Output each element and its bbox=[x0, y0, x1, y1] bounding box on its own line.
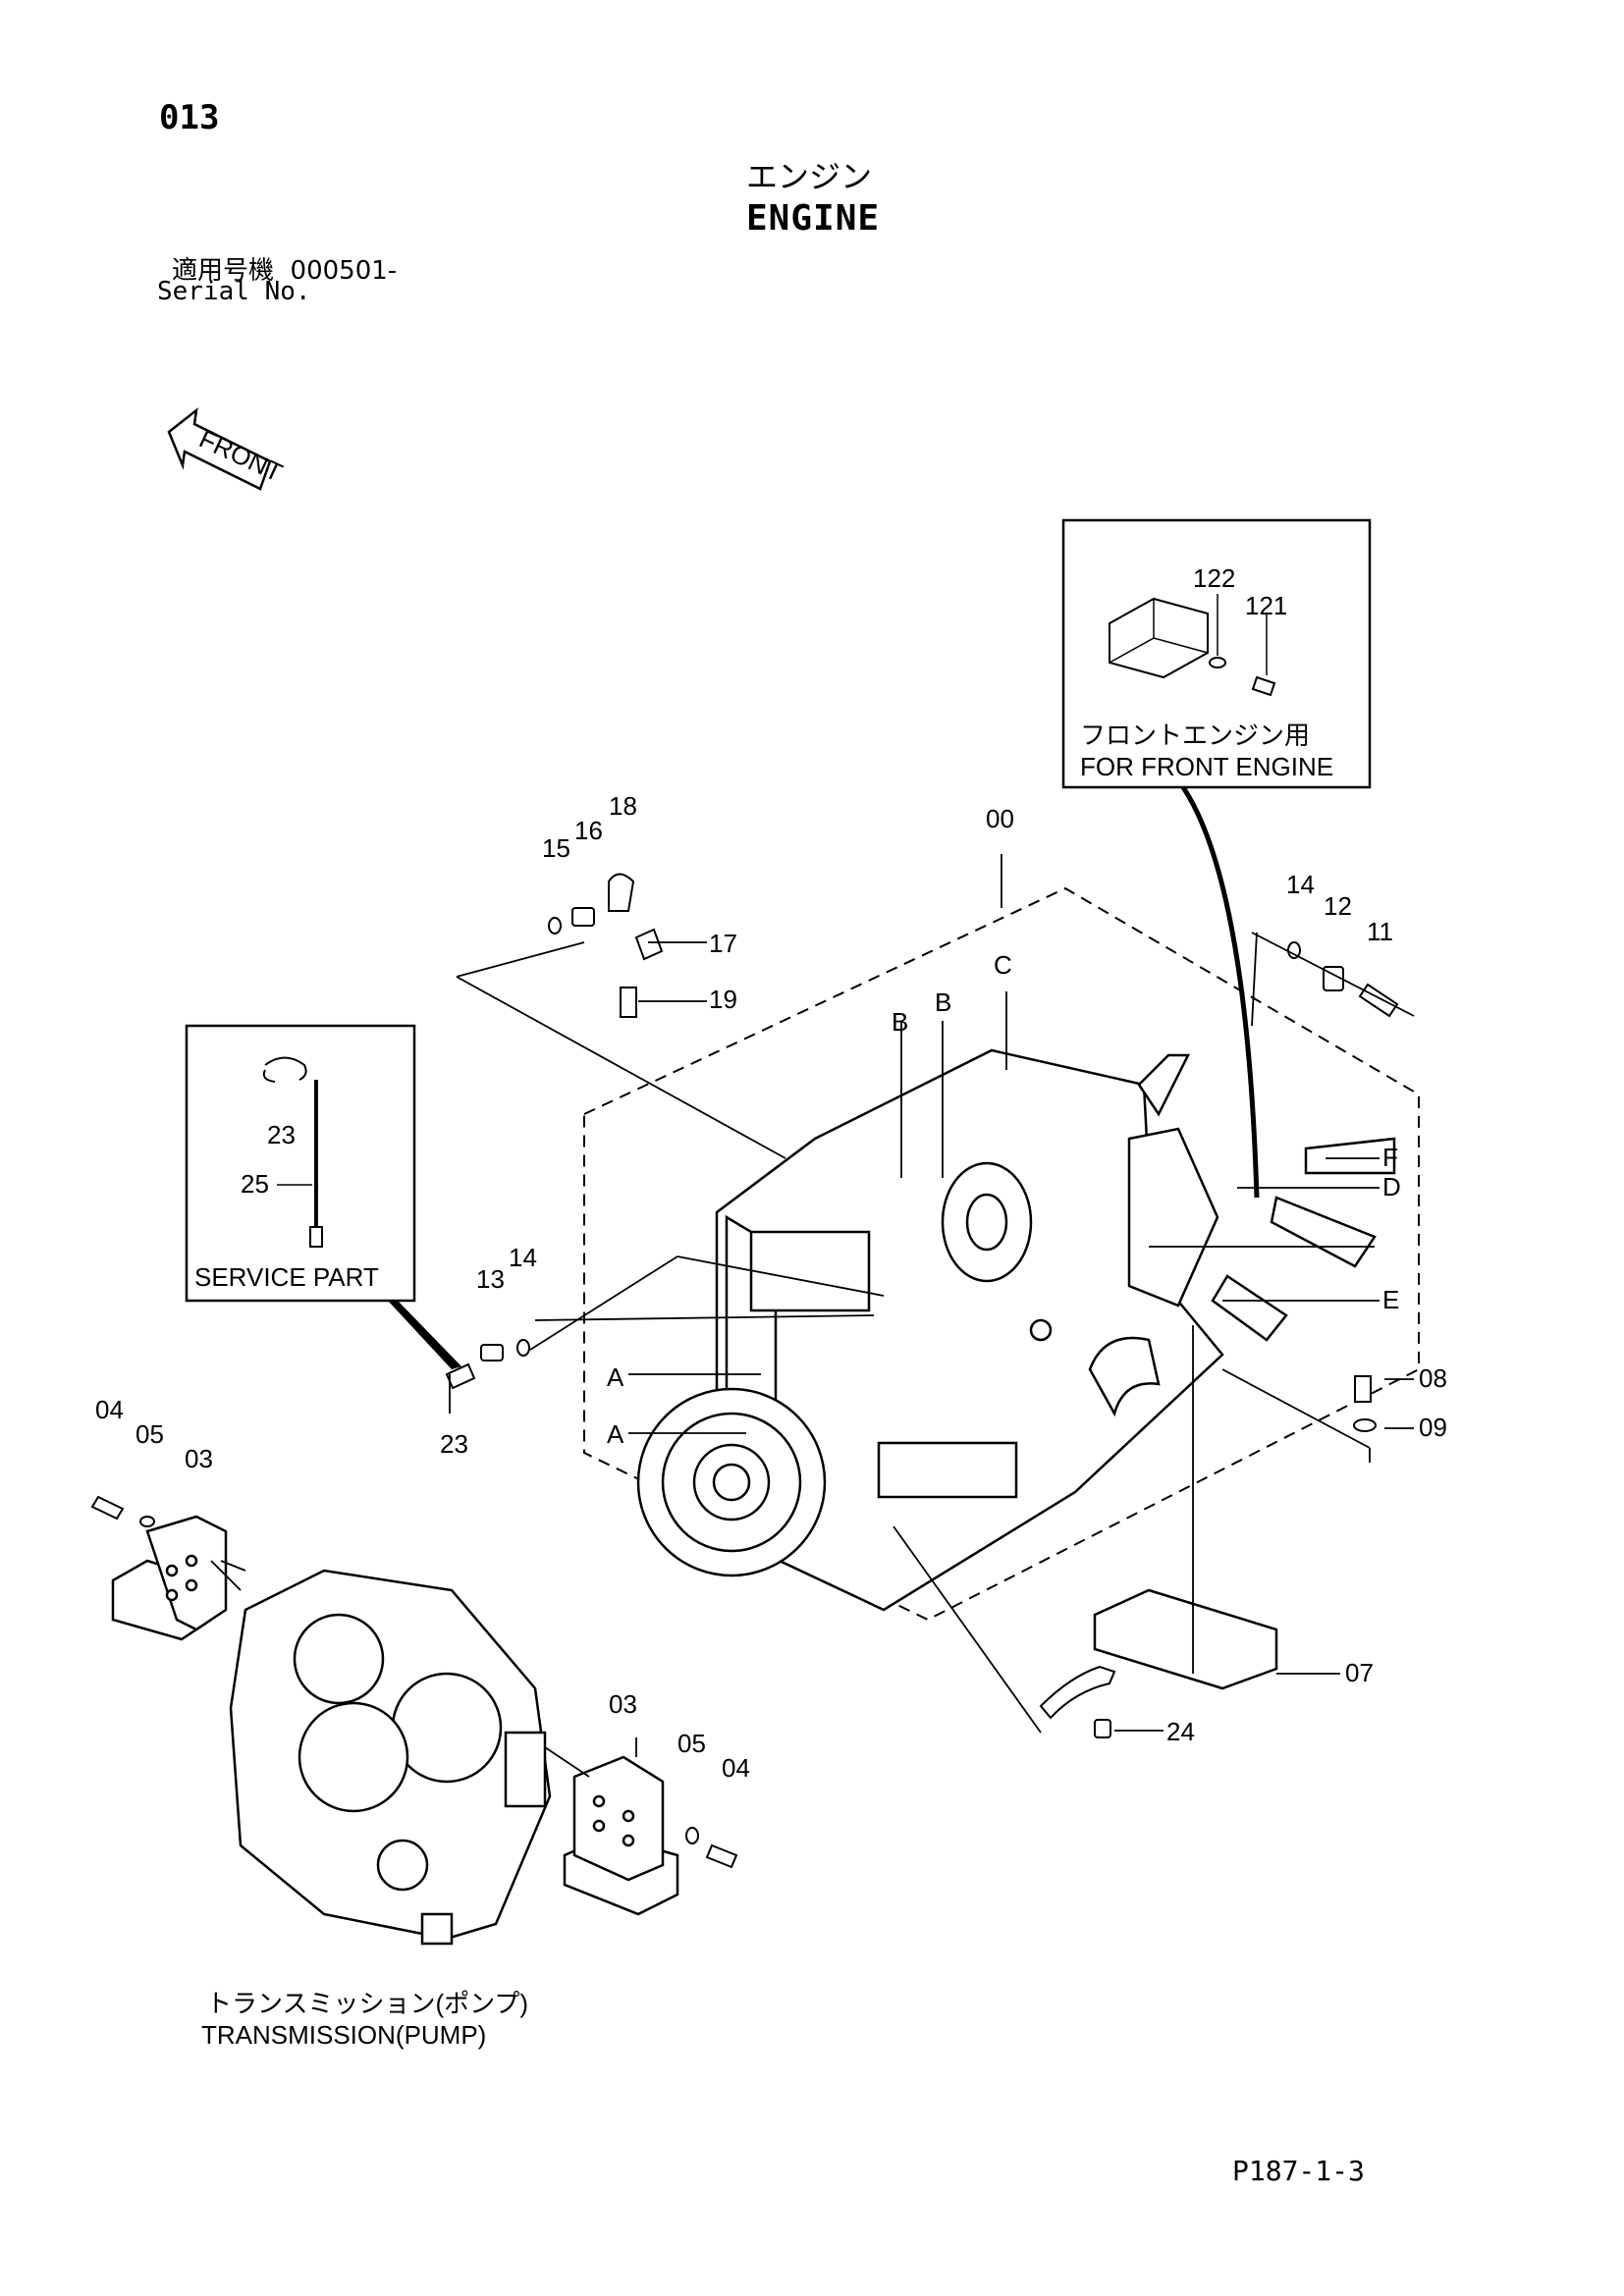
label-122: 122 bbox=[1193, 563, 1235, 593]
support-bracket-07 bbox=[1093, 1588, 1278, 1690]
label-23-service: 23 bbox=[267, 1120, 296, 1149]
label-05-right: 05 bbox=[677, 1729, 706, 1758]
view-label-d: D bbox=[1382, 1172, 1401, 1201]
mount-bracket-03-right bbox=[563, 1755, 679, 1916]
view-label-b-right: B bbox=[935, 988, 951, 1017]
view-labels: A A B B C D E F bbox=[607, 950, 1401, 1449]
label-14-lower: 14 bbox=[509, 1243, 537, 1272]
engine-assembly bbox=[636, 1048, 1396, 1612]
label-13: 13 bbox=[476, 1264, 505, 1294]
label-11: 11 bbox=[1367, 917, 1393, 946]
leader-lines bbox=[210, 854, 1415, 1778]
service-part-caption: SERVICE PART bbox=[194, 1262, 379, 1292]
label-00: 00 bbox=[986, 804, 1014, 833]
view-label-c: C bbox=[994, 950, 1012, 980]
label-12: 12 bbox=[1324, 891, 1352, 921]
view-label-e: E bbox=[1382, 1285, 1399, 1314]
label-14-upper: 14 bbox=[1286, 870, 1315, 899]
label-25: 25 bbox=[241, 1169, 269, 1199]
front-arrow-icon: FRONT bbox=[167, 407, 287, 491]
transmission-pump bbox=[229, 1569, 552, 1946]
inset-front-engine: 122 121 フロントエンジン用 FOR FRONT ENGINE bbox=[1061, 518, 1372, 1199]
serial-value: 000501- bbox=[290, 256, 398, 286]
engine-assembly-boundary bbox=[583, 886, 1420, 1622]
page-title: ENGINE bbox=[746, 198, 881, 239]
label-23: 23 bbox=[440, 1429, 468, 1459]
label-15: 15 bbox=[542, 833, 570, 863]
label-07: 07 bbox=[1345, 1658, 1374, 1687]
transmission-caption-jp: トランスミッション(ポンプ) bbox=[206, 1989, 528, 2018]
serial-label-en: Serial No. bbox=[157, 277, 311, 306]
part-labels: 00 15 16 18 17 19 14 12 11 13 14 23 08 0… bbox=[95, 791, 1447, 1783]
mount-bracket-03-left bbox=[111, 1515, 228, 1641]
page-number: 013 bbox=[159, 98, 220, 137]
inset-service-part: 23 25 SERVICE PART bbox=[185, 1024, 461, 1369]
view-label-b-left: B bbox=[892, 1007, 908, 1037]
label-16: 16 bbox=[574, 816, 603, 845]
label-04-left: 04 bbox=[95, 1395, 124, 1424]
label-04-right: 04 bbox=[722, 1753, 750, 1783]
view-label-a-upper: A bbox=[607, 1362, 624, 1392]
label-03-right: 03 bbox=[609, 1689, 637, 1719]
label-17: 17 bbox=[709, 929, 737, 958]
label-121: 121 bbox=[1245, 591, 1287, 620]
inset-caption-jp: フロントエンジン用 bbox=[1080, 721, 1310, 750]
transmission-caption-en: TRANSMISSION(PUMP) bbox=[201, 2020, 486, 2050]
label-19: 19 bbox=[709, 985, 737, 1014]
label-03-left: 03 bbox=[185, 1444, 213, 1473]
serial-label-jp: 適用号機 000501- bbox=[172, 250, 397, 287]
label-08: 08 bbox=[1419, 1363, 1447, 1393]
label-09: 09 bbox=[1419, 1413, 1447, 1442]
label-18: 18 bbox=[609, 791, 637, 821]
title-japanese: エンジン bbox=[746, 158, 873, 195]
serial-label-jp-text: 適用号機 bbox=[172, 256, 275, 286]
view-label-f: F bbox=[1382, 1143, 1398, 1172]
inset-caption-en: FOR FRONT ENGINE bbox=[1080, 752, 1333, 781]
label-05-left: 05 bbox=[135, 1419, 164, 1449]
page-code: P187-1-3 bbox=[1232, 2155, 1365, 2187]
label-24: 24 bbox=[1166, 1717, 1195, 1746]
view-label-a-lower: A bbox=[607, 1419, 624, 1449]
